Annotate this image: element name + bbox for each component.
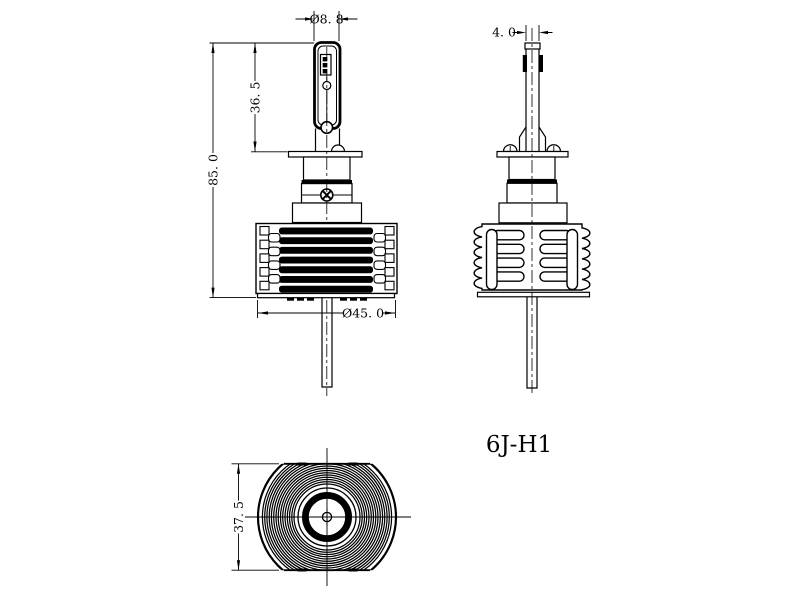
front-heatsink-right-column [373,225,395,291]
side-blade [518,42,547,152]
dim-label-bg [206,153,220,187]
arrow-right-icon [385,311,395,315]
side-led-chip [522,55,527,72]
dim-tip-diameter: Ø8. 8 [295,11,358,41]
arrow-right-icon [305,17,314,21]
dim-blade-width: 4. 0 [492,25,553,41]
dim-label-total-height: 85. 0 [205,154,220,186]
side-heatsink-left-comb [485,228,525,291]
front-view: Ø8. 8 85. 0 36. 5 [205,11,398,396]
dim-label-bg [232,500,245,534]
side-heatsink-right-comb [539,228,579,291]
side-heatsink [473,223,591,298]
arrow-left-icon [339,17,348,21]
arrow-down-icon [253,141,257,152]
front-led-chips [322,57,328,74]
side-oring-band [507,179,557,184]
dim-total-height: 85. 0 [205,42,314,299]
dim-led-section-height: 36. 5 [247,43,288,153]
arrow-up-icon [236,463,241,474]
front-heatsink-baseplate [256,292,396,299]
front-heatsink [255,222,398,301]
dim-heatsink-height: 37. 5 [231,463,279,571]
front-heatsink-left-column [259,225,281,291]
bottom-crosshair [244,448,411,586]
front-heatsink-fins [279,227,373,293]
side-collar [498,202,568,224]
dim-label-heatsink-height: 37. 5 [231,501,246,533]
arrow-left-icon [539,30,548,35]
side-flange [496,150,569,158]
arrow-left-icon [258,311,268,315]
front-power-wire [321,297,333,388]
arrow-down-icon [211,287,215,298]
dim-label-led-height: 36. 5 [247,82,262,114]
bottom-edge-tabs [297,462,358,572]
dim-label-tip-diameter: Ø8. 8 [309,12,343,27]
front-bulb-tip [313,41,346,153]
arrow-down-icon [236,560,241,571]
arrow-right-icon [517,30,526,35]
side-clips [502,144,562,153]
front-baseplate-tabs [287,297,367,301]
dim-label-bg [248,81,262,114]
side-view: 4. 0 [473,25,591,396]
arrow-up-icon [253,43,257,53]
blade-cap [524,42,541,50]
dim-heatsink-diameter: Ø45. 0 [257,300,396,320]
model-label: 6J-H1 [486,432,552,458]
dim-label-heatsink-diameter: Ø45. 0 [342,305,384,320]
arrow-up-icon [211,43,215,53]
side-led-chip [538,55,543,72]
bottom-view: 37. 5 [231,448,411,586]
dim-label-blade-width: 4. 0 [492,25,516,40]
side-heatsink-baseplate [476,291,591,298]
dim-label-bg [343,306,383,320]
front-flange [287,150,363,158]
